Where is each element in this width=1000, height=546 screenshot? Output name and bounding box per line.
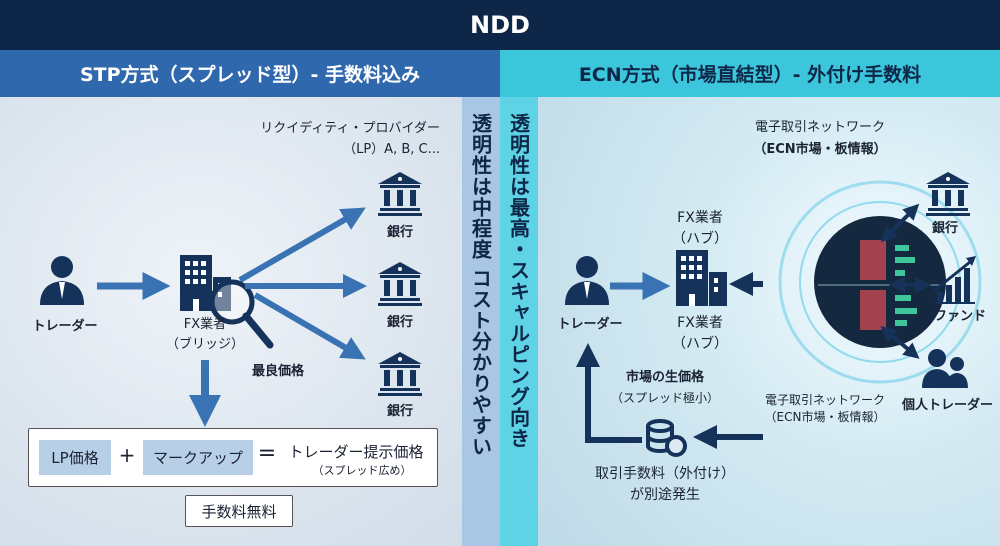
trader-icon (40, 256, 84, 305)
network-title: 電子取引ネットワーク （ECN市場・板情報） (740, 117, 900, 161)
commission-label: 取引手数料（外付け） が別途発生 (585, 464, 745, 506)
fee-free-tag: 手数料無料 (185, 495, 293, 527)
broker-role: （ハブ） (672, 336, 728, 352)
lp-price-chip: LP価格 (39, 440, 111, 475)
price-formula-box: LP価格 + マークアップ = トレーダー提示価格 （スプレッド広め） (28, 428, 438, 487)
bank-label: 銀行 (386, 225, 413, 240)
network-label-line: 電子取引ネットワーク (764, 393, 885, 407)
fund-chart-icon (934, 256, 976, 304)
raw-price-title: 市場の生価格 (625, 370, 704, 385)
broker-role: （ブリッジ） (165, 337, 244, 352)
coins-icon (646, 419, 687, 457)
network-title-line: （ECN市場・板情報） (753, 142, 887, 157)
raw-price-label: 市場の生価格 （スプレッド極小） (605, 368, 725, 408)
lp-label: リクイディティ・プロバイダー （LP）A, B, C... (225, 118, 440, 160)
bank-icon (378, 352, 422, 396)
network-title-line: 電子取引ネットワーク (754, 120, 885, 135)
bank-icon (926, 172, 970, 216)
building-icon (676, 250, 727, 306)
trader-label: トレーダー (557, 317, 623, 332)
best-price-label: 最良価格 (251, 364, 304, 379)
magnifier-icon (209, 279, 274, 349)
commission-line: 取引手数料（外付け） (595, 466, 735, 482)
bank-label: 銀行 (931, 221, 958, 236)
plus-sign: + (118, 443, 136, 467)
stp-header: STP方式（スプレッド型）- 手数料込み (0, 50, 500, 97)
broker-name: FX業者 (677, 315, 723, 331)
ecn-header: ECN方式（市場直結型）- 外付け手数料 (500, 50, 1000, 97)
lp-label-line: リクイディティ・プロバイダー (260, 121, 440, 136)
fund-label: ファンド (933, 309, 986, 324)
individual-traders-icon (922, 349, 968, 388)
network-label: 電子取引ネットワーク （ECN市場・板情報） (755, 392, 895, 426)
bank-icon (378, 262, 422, 306)
double-arrow (880, 203, 920, 243)
network-label-line: （ECN市場・板情報） (764, 410, 886, 424)
broker-label-bottom: FX業者 （ハブ） (655, 313, 745, 355)
ecn-orderbook-globe-icon (778, 180, 982, 384)
bank-icon (378, 172, 422, 216)
arrow (253, 292, 366, 360)
ecn-side-note: 透明性は最高・スキャルピング向き (500, 97, 538, 546)
commission-line: が別途発生 (630, 487, 700, 503)
bank-label: 銀行 (386, 404, 413, 419)
markup-chip: マークアップ (143, 440, 253, 475)
broker-label: FX業者 （ブリッジ） (155, 315, 255, 355)
bank-label: 銀行 (386, 315, 413, 330)
equals-sign: = (257, 441, 277, 466)
arrow (238, 207, 366, 283)
arrow (576, 343, 642, 443)
result-note: （スプレッド広め） (312, 464, 412, 477)
broker-role: （ハブ） (672, 231, 728, 247)
broker-label-top: FX業者 （ハブ） (655, 208, 745, 250)
lp-label-line: （LP）A, B, C... (343, 142, 440, 157)
trader-label: トレーダー (32, 319, 98, 334)
page-title: NDD (0, 0, 1000, 50)
broker-name: FX業者 (677, 210, 723, 226)
trader-icon (565, 256, 609, 305)
result-price: トレーダー提示価格 (288, 443, 424, 461)
broker-name: FX業者 (183, 317, 227, 332)
raw-price-note: （スプレッド極小） (610, 391, 719, 405)
stp-side-note: 透明性は中程度 コスト分かりやすい (462, 97, 500, 546)
individual-traders-label: 個人トレーダー (901, 398, 993, 413)
double-arrow (880, 326, 920, 359)
